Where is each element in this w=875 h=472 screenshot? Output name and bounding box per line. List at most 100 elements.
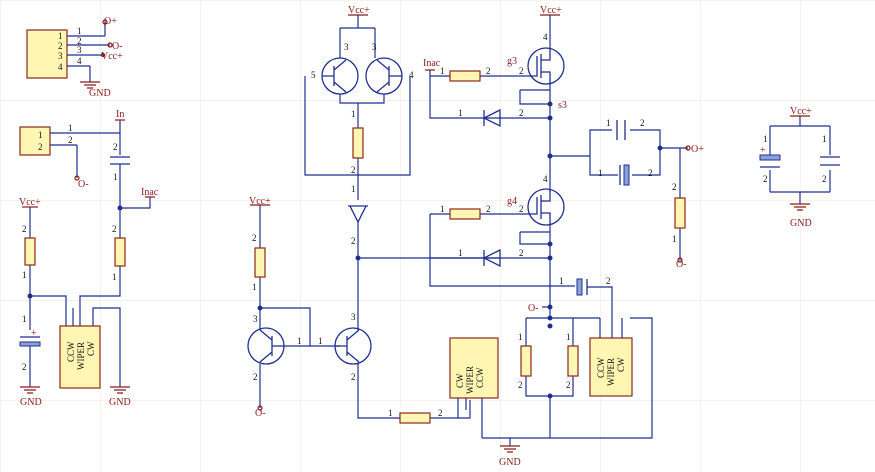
mosfet-q3[interactable]: 4 2 xyxy=(519,32,565,85)
pot-mid-wiper: WIPER xyxy=(465,366,475,394)
net-o-minus-label-4: O- xyxy=(676,259,687,270)
j1-lead-2: 2 xyxy=(77,36,82,46)
resistor-gate-3[interactable]: 1 2 xyxy=(440,66,491,82)
j1-ominus-port: O- xyxy=(107,41,123,52)
diode-q4[interactable]: 1 2 xyxy=(458,248,524,268)
net-s3-label: s3 xyxy=(558,100,567,111)
net-g4-label: g4 xyxy=(507,196,517,207)
vcc-port-q3: Vcc+ xyxy=(540,5,562,16)
rlb-pin-2: 2 xyxy=(22,224,27,234)
d3-pin-1: 1 xyxy=(458,108,463,118)
co2-pin-2: 2 xyxy=(648,168,653,178)
mosfet-q4[interactable]: 4 2 xyxy=(519,174,565,226)
ominus-port-bottom: O- xyxy=(255,405,266,419)
cde-pin-2: 2 xyxy=(763,174,768,184)
gnd-symbol-decoupling: GND xyxy=(790,203,812,229)
gnd-symbol-left-2: GND xyxy=(109,386,131,408)
capacitor-decoupling-ceramic[interactable]: 1 2 xyxy=(820,134,840,184)
pot-left-ccw: CCW xyxy=(66,341,76,362)
net-in-label: In xyxy=(116,109,124,120)
rl-pin-1: 1 xyxy=(672,234,677,244)
cin-pin-2: 2 xyxy=(113,142,118,152)
qmr-pin-3: 3 xyxy=(372,42,377,52)
re-pin-1: 1 xyxy=(388,408,393,418)
j1-vcc-port: Vcc+ xyxy=(100,51,123,62)
qml-pin-5: 5 xyxy=(311,70,316,80)
ominus-port-mid: O- xyxy=(528,303,539,314)
rsl-pin-2: 2 xyxy=(518,380,523,390)
d4-pin-1: 1 xyxy=(458,248,463,258)
net-inac-label-top: Inac xyxy=(423,58,441,69)
qqr-pin-2: 2 xyxy=(351,372,356,382)
j1-lead-4: 4 xyxy=(77,56,82,66)
resistor-load[interactable]: 2 1 xyxy=(672,182,686,244)
resistor-gate-4[interactable]: 1 2 xyxy=(440,204,491,220)
j2-pin-1: 1 xyxy=(38,130,43,140)
net-gnd-label-decoupling: GND xyxy=(790,218,812,229)
q3-pin-4: 4 xyxy=(543,32,548,42)
q4-pin-4: 4 xyxy=(543,174,548,184)
capacitor-output-2[interactable]: 1 2 xyxy=(598,164,653,186)
ccl-pin-1: 1 xyxy=(559,276,564,286)
net-o-minus-label-3: O- xyxy=(255,408,266,419)
capacitor-left-electrolytic[interactable]: + 1 2 xyxy=(19,314,41,372)
capacitor-coupling-lower[interactable]: 1 2 xyxy=(559,276,611,296)
cin-pin-1: 1 xyxy=(113,172,118,182)
j1-pin-3: 3 xyxy=(58,51,63,61)
connector-j2[interactable]: 1 2 1 2 xyxy=(19,123,80,156)
rli-pin-1: 1 xyxy=(112,272,117,282)
rg3-pin-2: 2 xyxy=(486,66,491,76)
resistor-left-input[interactable]: 2 1 xyxy=(112,224,126,282)
net-o-minus-label-2: O- xyxy=(78,179,89,190)
qql-pin-3: 3 xyxy=(253,314,258,324)
co1-pin-1: 1 xyxy=(606,118,611,128)
potentiometer-right[interactable]: CCW WIPER CW xyxy=(589,318,633,397)
net-inac-label-left: Inac xyxy=(141,187,159,198)
zener-diode[interactable]: 1 2 xyxy=(348,184,368,246)
connector-j1[interactable]: 1 2 3 4 1 2 3 4 xyxy=(26,26,105,79)
capacitor-in-coupling[interactable]: 1 2 xyxy=(110,142,130,208)
d4-pin-2: 2 xyxy=(519,248,524,258)
rl-pin-2: 2 xyxy=(672,182,677,192)
rm-pin-1: 1 xyxy=(351,109,356,119)
net-vcc-label-mirror: Vcc+ xyxy=(348,5,370,16)
cle-plus-mark: + xyxy=(31,328,37,339)
cle-pin-2: 2 xyxy=(22,362,27,372)
qql-pin-1: 1 xyxy=(297,336,302,346)
rm-pin-2: 2 xyxy=(351,165,356,175)
re-pin-2: 2 xyxy=(438,408,443,418)
resistor-mirror[interactable]: 1 2 xyxy=(351,109,364,175)
vcc-port-mirror: Vcc+ xyxy=(348,5,370,16)
pot-left-wiper: WIPER xyxy=(76,342,86,370)
cdc-pin-1: 1 xyxy=(822,134,827,144)
oplus-port-right: O+ xyxy=(685,144,704,155)
net-gnd-label-j1: GND xyxy=(89,88,111,99)
rb-pin-2: 2 xyxy=(252,233,257,243)
rg4-pin-2: 2 xyxy=(486,204,491,214)
gnd-symbol-j1: GND xyxy=(80,81,111,99)
potentiometer-middle[interactable]: CW WIPER CCW xyxy=(449,337,499,438)
resistor-sense-left[interactable]: 1 2 xyxy=(518,332,532,390)
vcc-port-left: Vcc+ xyxy=(19,197,41,208)
j2-lead-2: 2 xyxy=(68,135,73,145)
ominus-port-right: O- xyxy=(676,257,687,270)
cdc-pin-2: 2 xyxy=(822,174,827,184)
net-inac-port-left: Inac xyxy=(141,187,159,198)
resistor-sense-right[interactable]: 1 2 xyxy=(566,332,579,390)
resistor-bias[interactable]: 2 1 xyxy=(252,233,266,292)
transistor-q-left[interactable]: 1 3 2 xyxy=(247,314,302,382)
rg4-pin-1: 1 xyxy=(440,204,445,214)
transistor-q-right[interactable]: 1 3 2 xyxy=(318,312,372,382)
capacitor-decoupling-electrolytic[interactable]: + 1 2 xyxy=(759,134,781,184)
resistor-emitter[interactable]: 1 2 xyxy=(388,408,443,424)
capacitor-output-1[interactable]: 1 2 xyxy=(606,118,645,140)
pot-mid-ccw: CCW xyxy=(475,367,485,388)
qqr-pin-1: 1 xyxy=(318,336,323,346)
pot-left-cw: CW xyxy=(86,341,96,356)
qml-pin-3: 3 xyxy=(344,42,349,52)
resistor-left-bias[interactable]: 2 1 xyxy=(22,224,36,280)
cde-pin-1: 1 xyxy=(763,134,768,144)
potentiometer-left[interactable]: CCW WIPER CW xyxy=(59,307,121,389)
j1-lead-1: 1 xyxy=(77,26,82,36)
j1-oplus-port: O+ xyxy=(102,16,117,27)
